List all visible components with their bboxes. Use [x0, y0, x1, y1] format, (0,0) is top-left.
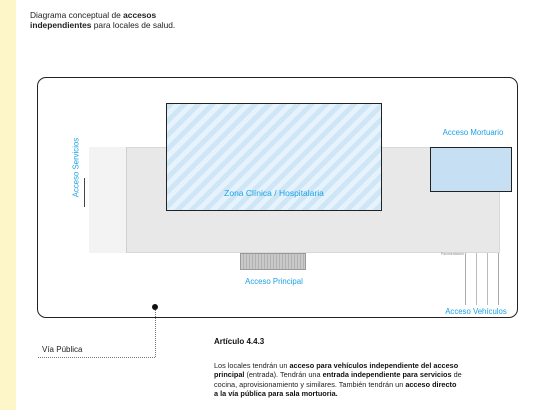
service-entrance-mark: [84, 178, 92, 207]
vehicle-small-note: Pavimentación: [441, 252, 464, 256]
gate-line: [487, 253, 488, 305]
caption-bold-1: accesos: [123, 10, 157, 20]
gate-line: [476, 253, 477, 305]
street-leader-line: [38, 357, 155, 358]
main-access-steps: [240, 253, 306, 270]
article-text: (entrada). Tendrán una: [244, 370, 323, 380]
article-bold: a la vía pública para sala mortuoria.: [214, 389, 338, 399]
street-label: Vía Pública: [42, 345, 83, 354]
service-access-label: Acceso Servicios: [71, 137, 81, 198]
article-body: Los locales tendrán un acceso para vehíc…: [214, 361, 538, 399]
article-text: de: [451, 370, 462, 380]
mortuary-access-label: Acceso Mortuario: [442, 128, 504, 137]
caption-text-1: Diagrama conceptual de: [30, 10, 124, 20]
article-bold: entrada independiente para servicios: [322, 370, 452, 380]
service-wing: [89, 147, 127, 253]
article-text: cocina, aprovisionamiento y similares. T…: [214, 379, 406, 389]
side-strip: [0, 0, 16, 410]
main-access-label: Acceso Principal: [245, 277, 303, 286]
street-leader-line: [155, 310, 156, 357]
street-leader-dot: [152, 304, 158, 310]
article-title: Artículo 4.4.3: [214, 337, 265, 346]
caption-text-2: para locales de salud.: [91, 20, 176, 30]
mortuary-access-block: [430, 147, 512, 192]
vehicle-access-gate: [465, 253, 499, 305]
article-bold: principal: [214, 370, 245, 380]
article-bold: acceso directo: [405, 379, 457, 389]
clinical-zone-block: [166, 103, 382, 211]
article-text: Los locales tendrán un: [214, 361, 290, 370]
article-bold: acceso para vehículos independiente del …: [289, 361, 459, 370]
diagram-caption: Diagrama conceptual de accesos independi…: [30, 10, 260, 30]
clinical-zone-label: Zona Clínica / Hospitalaria: [224, 188, 324, 198]
caption-bold-2: independientes: [30, 20, 92, 30]
vehicle-access-label: Acceso Vehículos: [445, 307, 507, 316]
